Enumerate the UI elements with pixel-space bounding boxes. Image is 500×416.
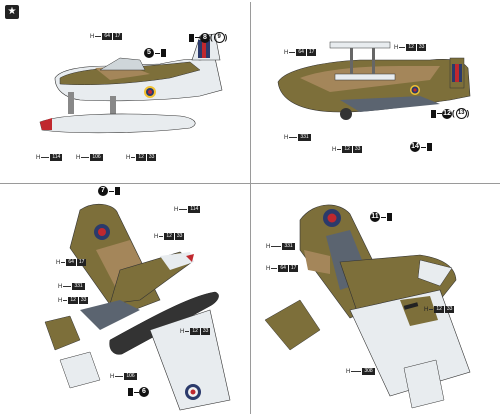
bottom-left-top-view — [44, 203, 231, 411]
marker: 6 — [127, 387, 149, 397]
vertical-divider — [250, 2, 251, 414]
horizontal-divider — [0, 183, 500, 184]
marker: 12(13) — [430, 108, 469, 119]
marker: 7 — [98, 186, 120, 196]
top-left-side-view — [39, 33, 223, 134]
star-badge-icon: ★ — [5, 5, 19, 19]
marker: 8(9) — [188, 32, 227, 43]
marker: 5 — [144, 48, 166, 58]
top-right-side-view — [277, 41, 471, 120]
marker: 14 — [410, 142, 432, 152]
marker: 11 — [370, 212, 392, 222]
bottom-right-top-view — [264, 204, 471, 409]
